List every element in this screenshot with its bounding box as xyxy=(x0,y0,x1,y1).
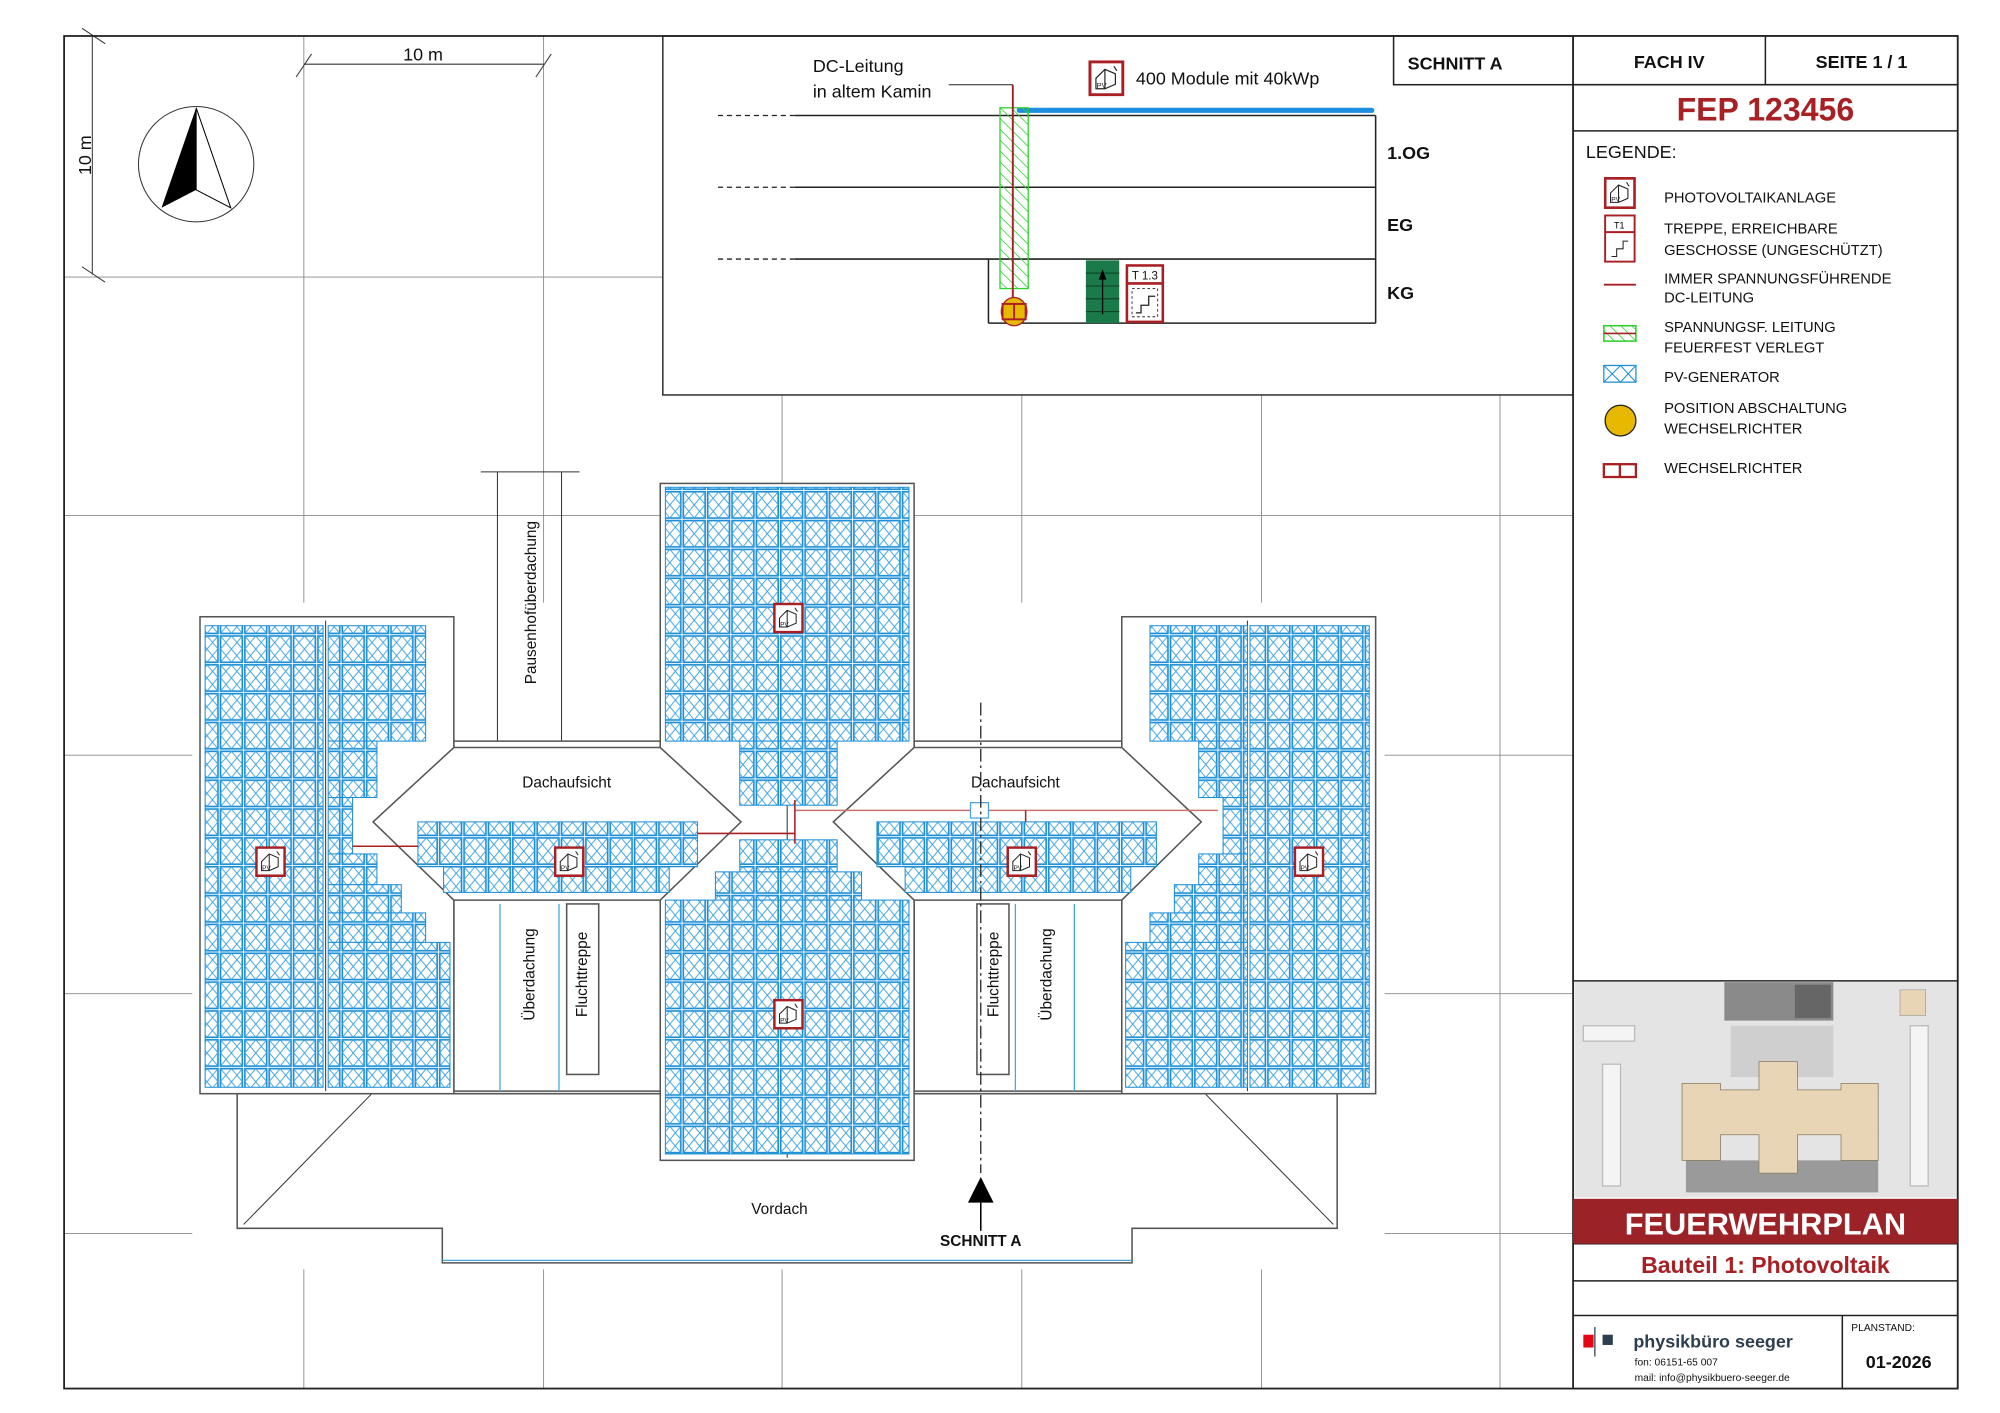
section-a-view: SCHNITT A DC-Leitung in altem Kamin 400 … xyxy=(662,35,1574,396)
section-arrow-icon xyxy=(967,1177,994,1203)
legend-label: PHOTOVOLTAIKANLAGE xyxy=(1664,191,1836,207)
shutdown-position-icon xyxy=(1604,404,1637,437)
dc-note-line1: DC-Leitung xyxy=(813,56,904,76)
legend-label: TREPPE, ERREICHBARE xyxy=(1664,221,1838,237)
pv-system-icon xyxy=(773,602,804,634)
pv-system-icon xyxy=(1006,846,1038,878)
lower-right-covers: Fluchttreppe Überdachung xyxy=(976,903,1075,1092)
stair-sign-icon: T1 xyxy=(1604,214,1636,263)
pv-generator-field xyxy=(1149,625,1248,742)
pv-system-icon xyxy=(255,846,286,878)
section-title: SCHNITT A xyxy=(1408,53,1503,73)
scale-horizontal-label: 10 m xyxy=(403,44,443,64)
modules-note: 400 Module mit 40kWp xyxy=(1136,69,1319,89)
pv-generator-field xyxy=(327,853,378,886)
scale-vertical-label: 10 m xyxy=(75,135,95,175)
legend-label: PV-GENERATOR xyxy=(1664,370,1780,386)
legend-label: GESCHOSSE (UNGESCHÜTZT) xyxy=(1664,241,1883,259)
planstand-label: PLANSTAND: xyxy=(1851,1323,1915,1334)
stair-sign-icon: T 1.3 xyxy=(1125,264,1165,324)
scale-bar: 10 m 10 m xyxy=(75,27,552,283)
legend-label: POSITION ABSCHALTUNG xyxy=(1664,401,1847,417)
company-name: physikbüro seeger xyxy=(1633,1332,1793,1352)
label-pausenhof: Pausenhofüberdachung xyxy=(523,521,540,684)
fach-label: FACH IV xyxy=(1634,52,1705,72)
plan-subtitle: Bauteil 1: Photovoltaik xyxy=(1641,1252,1890,1278)
inverter-marker xyxy=(969,802,990,819)
legend-label: DC-LEITUNG xyxy=(1664,291,1754,307)
company-phone: fon: 06151-65 007 xyxy=(1635,1357,1719,1368)
label-schnitt-marker: SCHNITT A xyxy=(940,1233,1021,1250)
fireproof-line-icon xyxy=(1603,324,1637,342)
label-ueberdachung-left: Überdachung xyxy=(521,928,539,1020)
page-label: SEITE 1 / 1 xyxy=(1816,52,1908,72)
label-fluchttreppe-right: Fluchttreppe xyxy=(986,932,1003,1017)
canopy-vordach xyxy=(236,1092,1338,1264)
section-cut-line: SCHNITT A xyxy=(940,702,1021,1250)
pv-generator-field xyxy=(327,625,427,742)
pv-system-icon xyxy=(553,846,585,878)
pv-generator-field xyxy=(739,740,838,806)
legend-label: WECHSELRICHTER xyxy=(1664,461,1802,477)
floor-label-1og: 1.OG xyxy=(1387,143,1430,163)
pv-generator-areas xyxy=(204,486,1370,1155)
section-title-box xyxy=(1392,35,1574,86)
label-vordach: Vordach xyxy=(751,1201,807,1218)
company-logo-icon xyxy=(1583,1327,1613,1357)
inverter-icon xyxy=(1602,463,1638,479)
label-fluchttreppe-left: Fluchttreppe xyxy=(574,932,591,1017)
pv-generator-icon xyxy=(1603,364,1637,383)
shutdown-inverter-icon xyxy=(1000,296,1028,327)
roof-plan: Pausenhofüberdachung Vordach Überdachung… xyxy=(199,471,1377,1264)
company-mail: mail: info@physikbuero-seeger.de xyxy=(1635,1373,1790,1384)
legend-label: IMMER SPANNUNGSFÜHRENDE xyxy=(1664,269,1891,287)
pv-generator-field xyxy=(327,912,427,943)
fireproof-shaft xyxy=(999,107,1029,290)
lower-left-covers: Überdachung Fluchttreppe xyxy=(499,903,600,1092)
title-block: FACH IV SEITE 1 / 1 FEP 123456 LEGENDE: … xyxy=(1572,35,1959,1390)
planstand-value: 01-2026 xyxy=(1866,1352,1932,1372)
pv-generator-field xyxy=(1222,797,1248,855)
pv-generator-field xyxy=(1198,740,1248,799)
pv-generator-field xyxy=(1173,884,1248,914)
svg-text:T1: T1 xyxy=(1614,220,1624,230)
north-arrow-icon xyxy=(137,105,255,223)
stair-icon xyxy=(1085,260,1120,324)
pv-generator-field xyxy=(1125,941,1248,1088)
label-ueberdachung-right: Überdachung xyxy=(1037,928,1055,1020)
pv-generator-field xyxy=(714,871,863,901)
pv-system-icon xyxy=(1088,60,1125,97)
pv-generator-field xyxy=(327,941,451,1088)
pv-system-icon xyxy=(1293,846,1325,878)
pv-system-icon xyxy=(773,998,804,1030)
stair-sign-label: T 1.3 xyxy=(1132,271,1158,283)
legend-title: LEGENDE: xyxy=(1586,142,1677,162)
legend-label: WECHSELRICHTER xyxy=(1664,421,1802,437)
label-dachaufsicht-right: Dachaufsicht xyxy=(971,774,1061,791)
plan-type: FEUERWEHRPLAN xyxy=(1625,1207,1906,1242)
pv-generator-field xyxy=(1149,912,1248,943)
pv-generator-field xyxy=(327,740,378,799)
pv-generator-field xyxy=(327,797,354,855)
plan-number: FEP 123456 xyxy=(1677,92,1855,128)
legend: PHOTOVOLTAIKANLAGE T1 TREPPE, ERREICHBAR… xyxy=(1602,177,1892,479)
pv-generator-field xyxy=(739,839,838,873)
pausenhof-canopy: Pausenhofüberdachung xyxy=(480,471,580,742)
pv-generator-field xyxy=(327,884,402,914)
plan-type-band xyxy=(1573,1198,1958,1244)
dc-lines xyxy=(352,800,1218,848)
label-dachaufsicht-left: Dachaufsicht xyxy=(522,774,612,791)
site-aerial-thumbnail xyxy=(1574,982,1957,1198)
floor-label-kg: KG xyxy=(1387,283,1414,303)
pv-generator-field xyxy=(1198,853,1248,886)
pv-system-icon xyxy=(1603,177,1636,210)
floor-label-eg: EG xyxy=(1387,215,1413,235)
dc-note-line2: in altem Kamin xyxy=(813,82,932,102)
legend-label: SPANNUNGSF. LEITUNG xyxy=(1664,320,1836,336)
legend-label: FEUERFEST VERLEGT xyxy=(1664,341,1824,357)
